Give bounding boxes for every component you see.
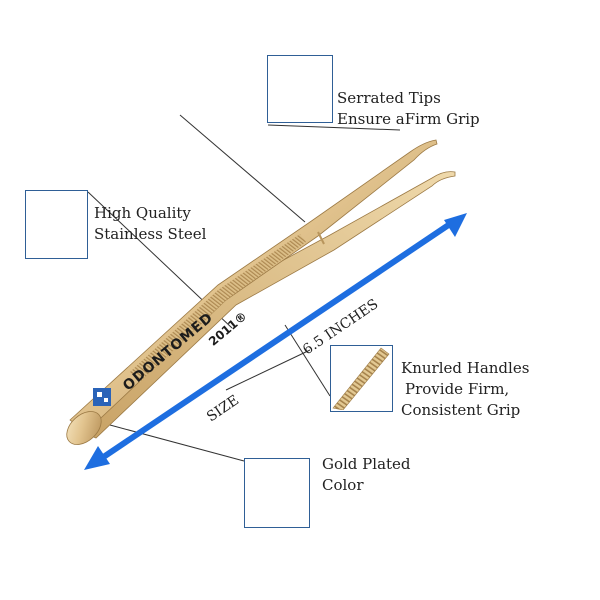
knurled-caption: Knurled Handles Provide Firm, Consistent… xyxy=(401,358,529,421)
knurled-caption-line3: Consistent Grip xyxy=(401,401,521,419)
center-leader xyxy=(179,114,306,223)
tweezer-back-arm xyxy=(77,171,456,439)
gold-caption-line2: Color xyxy=(322,476,364,494)
gold-caption: Gold Plated Color xyxy=(322,454,411,496)
tips-leader xyxy=(267,124,401,131)
gold-callout-box xyxy=(244,458,310,528)
gold-leader xyxy=(109,424,245,462)
steel-callout-box xyxy=(25,190,88,259)
tips-caption-line2: Ensure aFirm Grip xyxy=(337,110,480,128)
tips-caption-line1: Serrated Tips xyxy=(337,89,441,107)
knurled-caption-line2: Provide Firm, xyxy=(405,380,510,398)
knurled-callout-box xyxy=(330,345,393,412)
brand-logo-mark xyxy=(93,388,111,406)
tweezer-front-arm xyxy=(66,139,438,445)
steel-caption-line2: Stainless Steel xyxy=(94,225,207,243)
knurled-caption-line1: Knurled Handles xyxy=(401,359,530,377)
knurled-leader xyxy=(284,324,331,397)
steel-caption-line1: High Quality xyxy=(94,204,191,222)
tips-caption: Serrated Tips Ensure aFirm Grip xyxy=(337,88,480,130)
knurled-handle-closeup-image xyxy=(332,347,390,411)
size-tick-leader xyxy=(225,349,311,391)
gold-caption-line1: Gold Plated xyxy=(322,455,411,473)
size-arrow xyxy=(84,213,467,470)
tips-callout-box xyxy=(267,55,333,123)
steel-caption: High Quality Stainless Steel xyxy=(94,203,206,245)
